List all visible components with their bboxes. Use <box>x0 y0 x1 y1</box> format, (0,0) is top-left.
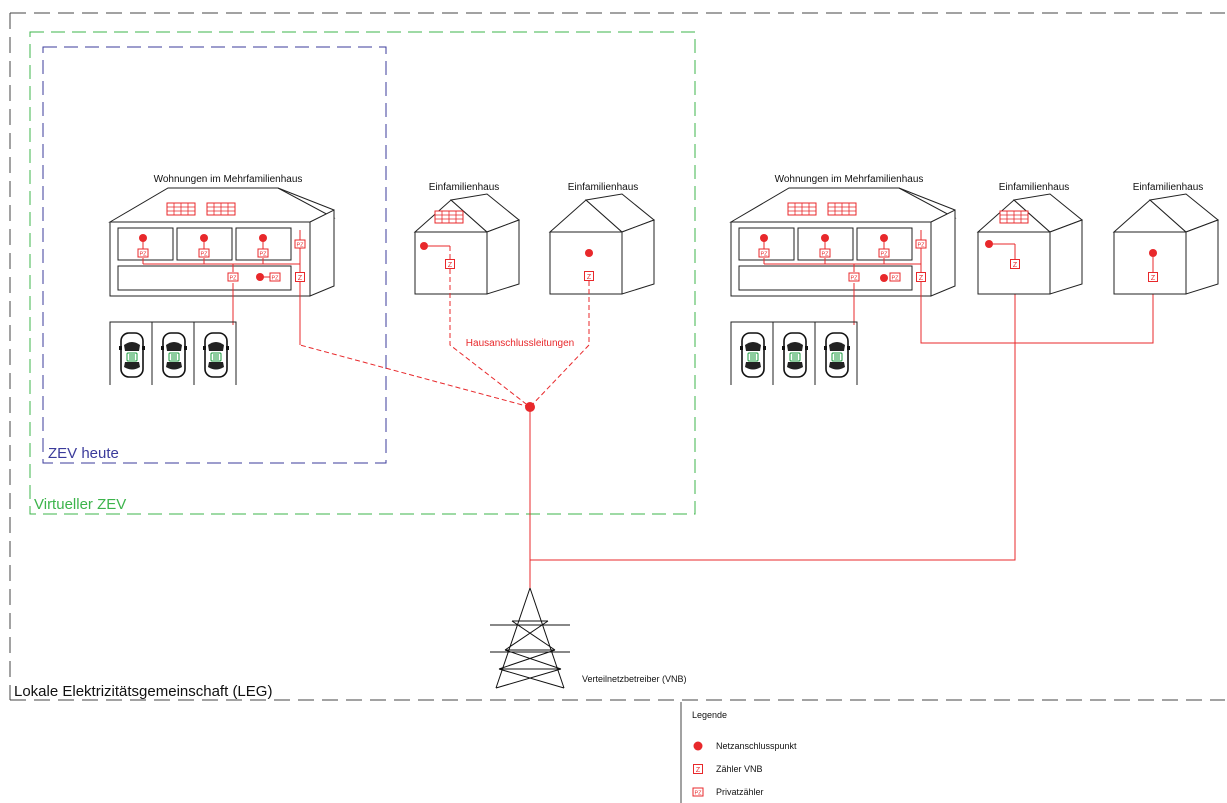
private-meter-icon <box>848 272 860 282</box>
mfh-left-title: Wohnungen im Mehrfamilienhaus <box>154 174 303 185</box>
efh-3-building <box>976 193 1083 295</box>
private-meter-icon <box>758 248 770 258</box>
efh-3-title: Einfamilienhaus <box>999 182 1070 193</box>
zev-today-zone <box>42 46 387 464</box>
grid-connection-point <box>585 249 593 257</box>
vnb-meter-icon <box>445 259 455 270</box>
transmission-tower-icon <box>490 587 570 689</box>
grid-connection-point <box>880 274 888 282</box>
car-icon <box>823 332 851 378</box>
mfh-right-title: Wohnungen im Mehrfamilienhaus <box>775 174 924 185</box>
grid-connection-point <box>1149 249 1157 257</box>
efh-2-building <box>548 193 655 295</box>
vnb-meter-icon <box>916 272 926 283</box>
car-icon <box>781 332 809 378</box>
legend-dot-icon <box>693 741 703 751</box>
private-meter-icon <box>294 239 306 249</box>
grid-connection-point <box>880 234 888 242</box>
zev-today-label: ZEV heute <box>48 445 119 462</box>
grid-connection-point <box>760 234 768 242</box>
virtual-zev-label: Virtueller ZEV <box>34 496 126 513</box>
vnb-meter-icon <box>584 271 594 282</box>
house-lines-label: Hausanschlussleitungen <box>466 338 574 349</box>
private-meter-icon <box>819 248 831 258</box>
private-meter-icon <box>257 248 269 258</box>
parking-right <box>730 321 858 385</box>
grid-connection-point <box>259 234 267 242</box>
vnb-meter-icon <box>295 272 305 283</box>
grid-connection-point <box>200 234 208 242</box>
grid-connection-point <box>256 273 264 281</box>
efh-1-title: Einfamilienhaus <box>429 182 500 193</box>
efh-4-title: Einfamilienhaus <box>1133 182 1204 193</box>
vnb-meter-icon <box>1010 259 1020 270</box>
private-meter-icon <box>878 248 890 258</box>
legend: Legende Netzanschlusspunkt Zähler VNB Pr… <box>680 702 797 803</box>
house-connection-lines <box>299 246 590 408</box>
car-icon <box>118 332 146 378</box>
private-meter-icon <box>198 248 210 258</box>
grid-connection-point <box>420 242 428 250</box>
grid-operator-label: Verteilnetzbetreiber (VNB) <box>582 674 687 684</box>
private-meter-icon <box>269 272 281 282</box>
private-meter-icon <box>915 239 927 249</box>
grid-connection-point <box>821 234 829 242</box>
legend-item-label: Netzanschlusspunkt <box>716 741 797 751</box>
legend-title: Legende <box>692 710 727 720</box>
feeder-lines <box>529 264 1016 588</box>
grid-connection-point <box>985 240 993 248</box>
virtual-zev-zone <box>29 31 696 515</box>
car-icon <box>160 332 188 378</box>
private-meter-icon <box>137 248 149 258</box>
car-icon <box>202 332 230 378</box>
legend-vnb-meter-icon <box>693 764 703 775</box>
leg-zone <box>9 12 1225 701</box>
efh-1-building <box>413 193 520 295</box>
efh-4-building <box>1112 193 1219 295</box>
vnb-meter-icon <box>1148 272 1158 283</box>
efh-2-title: Einfamilienhaus <box>568 182 639 193</box>
legend-item-label: Zähler VNB <box>716 764 763 774</box>
leg-label: Lokale Elektrizitätsgemeinschaft (LEG) <box>14 683 272 700</box>
legend-item-label: Privatzähler <box>716 787 764 797</box>
private-meter-icon <box>889 272 901 282</box>
private-meter-icon <box>227 272 239 282</box>
legend-private-meter-icon <box>692 787 704 797</box>
grid-connection-point <box>139 234 147 242</box>
parking-left <box>109 321 237 385</box>
car-icon <box>739 332 767 378</box>
